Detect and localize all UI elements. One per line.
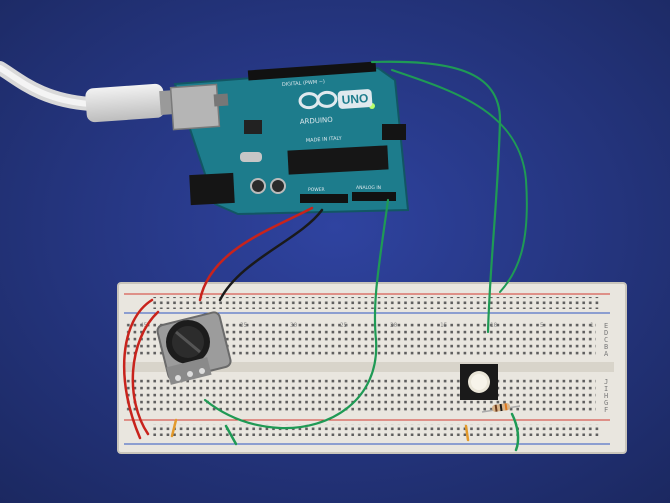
black-wire-gnd (218, 208, 324, 302)
row-letter: B (604, 343, 608, 351)
column-number: 30 (290, 322, 298, 329)
row-letter: G (604, 399, 608, 407)
reset-button[interactable] (213, 93, 229, 107)
icsp-header (382, 124, 406, 140)
push-button[interactable] (460, 364, 498, 400)
row-letter: F (604, 406, 608, 414)
arduino-logo (298, 90, 338, 110)
column-number: 20 (390, 322, 398, 329)
made-in-label: MADE IN ITALY (306, 135, 343, 144)
row-letter: D (604, 329, 608, 337)
row-letter: E (604, 322, 608, 330)
board-model: UNO (341, 91, 369, 107)
power-jack (189, 172, 235, 206)
power-header (300, 194, 348, 203)
capacitor (270, 178, 286, 194)
green-wire-loop (391, 69, 528, 293)
capacitor (250, 178, 266, 194)
arduino-board: ARDUINO UNO MADE IN ITALY DIGITAL (PWM ~… (169, 61, 410, 216)
column-number: 25 (340, 322, 348, 329)
green-jumper (224, 424, 238, 446)
row-letter: A (604, 350, 609, 358)
analog-label: ANALOG IN (356, 185, 381, 191)
red-wire-5v (198, 206, 314, 302)
green-wire-analog (203, 198, 390, 430)
row-letter: I (604, 385, 608, 393)
crystal (240, 152, 262, 162)
row-letter: J (604, 378, 608, 386)
column-number: 1 (590, 322, 594, 329)
green-jumper (510, 412, 520, 452)
usb-jack (169, 83, 221, 131)
column-number: 35 (240, 322, 248, 329)
microcontroller-chip (287, 145, 389, 175)
red-wire-left (123, 298, 154, 440)
column-numbers: 454035302520151051 (140, 322, 594, 329)
green-wire-digital (370, 60, 502, 334)
row-letter: C (604, 336, 608, 344)
power-label: POWER (308, 187, 325, 193)
column-number: 10 (490, 322, 498, 329)
bottom-power-rail (150, 424, 600, 436)
column-number: 45 (140, 322, 148, 329)
orange-jumper (464, 424, 470, 442)
digital-label: DIGITAL (PWM ~) (282, 79, 325, 88)
row-letter: H (604, 392, 608, 400)
digital-header (247, 61, 377, 81)
jumper-wires (123, 60, 528, 452)
column-number: 5 (540, 322, 544, 329)
orange-jumper (170, 418, 178, 438)
board-brand: ARDUINO (300, 116, 334, 126)
center-channel (124, 362, 614, 372)
red-wire-left-2 (131, 310, 160, 436)
analog-header (352, 192, 396, 201)
column-number: 15 (440, 322, 448, 329)
usb-cable (0, 61, 191, 123)
resistor (481, 403, 521, 413)
potentiometer[interactable] (156, 311, 232, 385)
